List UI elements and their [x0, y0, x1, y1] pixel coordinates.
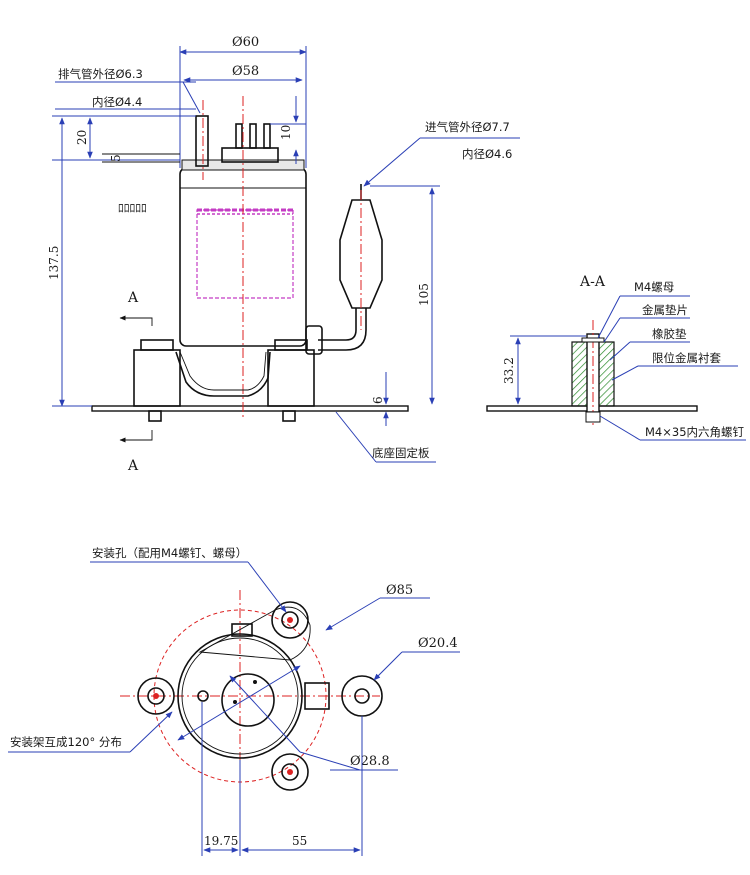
label-screw: M4×35内六角螺钉 [645, 425, 745, 439]
label-m4-nut: M4螺母 [634, 280, 674, 294]
dim-dia58: Ø58 [232, 64, 259, 79]
base-plate [91, 405, 409, 412]
label-dia28: Ø28.8 [350, 754, 390, 769]
mount-lug-top [271, 601, 309, 639]
dim-55: 55 [292, 834, 307, 848]
top-view: 安装孔（配用M4螺钉、螺母） Ø85 Ø20.4 安装架互成120° 分布 Ø2… [8, 546, 460, 856]
dim-105: 105 [417, 283, 431, 306]
exhaust-pipe [195, 115, 209, 167]
dim-6: 6 [371, 396, 385, 404]
dim-5: 5 [109, 154, 123, 162]
dim-19-75: 19.75 [204, 834, 238, 848]
dim-33-2: 33.2 [502, 357, 516, 384]
dim-20: 20 [75, 130, 89, 145]
label-dia20: Ø20.4 [418, 636, 458, 651]
label-base-plate: 底座固定板 [372, 446, 430, 460]
mount-lug-left [137, 677, 175, 715]
section-marker-a-bottom: A [127, 458, 139, 474]
front-view: Ø60 Ø58 排气管外径Ø6.3 内径Ø4.4 20 5 10 进气管外径Ø7… [47, 35, 520, 474]
mount-lug-bottom [271, 753, 309, 791]
dim-10: 10 [279, 125, 293, 140]
nameplate-text: ﾛﾛﾛﾛﾛ [118, 201, 147, 215]
dim-137-5: 137.5 [47, 246, 61, 280]
section-aa-view: A-A M4螺母 金属垫片 橡胶垫 限位金属衬套 M4×35内六角螺钉 33.2 [486, 274, 746, 441]
label-limit-sleeve: 限位金属衬套 [652, 351, 721, 365]
section-marker-a-top: A [127, 290, 139, 306]
accumulator [339, 199, 383, 309]
label-dia85: Ø85 [386, 583, 413, 598]
label-intake-id: 内径Ø4.6 [462, 147, 512, 161]
mount-foot-right [267, 349, 315, 407]
label-intake-od: 进气管外径Ø7.7 [425, 120, 510, 134]
label-exhaust-od: 排气管外径Ø6.3 [58, 67, 143, 81]
label-rubber-pad: 橡胶垫 [652, 327, 687, 341]
nameplate [196, 209, 294, 299]
mount-foot-left [133, 349, 181, 407]
label-exhaust-id: 内径Ø4.4 [92, 95, 142, 109]
label-mount-hole: 安装孔（配用M4螺钉、螺母） [92, 546, 247, 560]
inner-circle-28 [221, 673, 275, 727]
section-title: A-A [579, 274, 606, 290]
label-mount-120: 安装架互成120° 分布 [10, 735, 122, 749]
label-metal-washer: 金属垫片 [642, 303, 688, 317]
dim-dia60: Ø60 [232, 35, 259, 50]
